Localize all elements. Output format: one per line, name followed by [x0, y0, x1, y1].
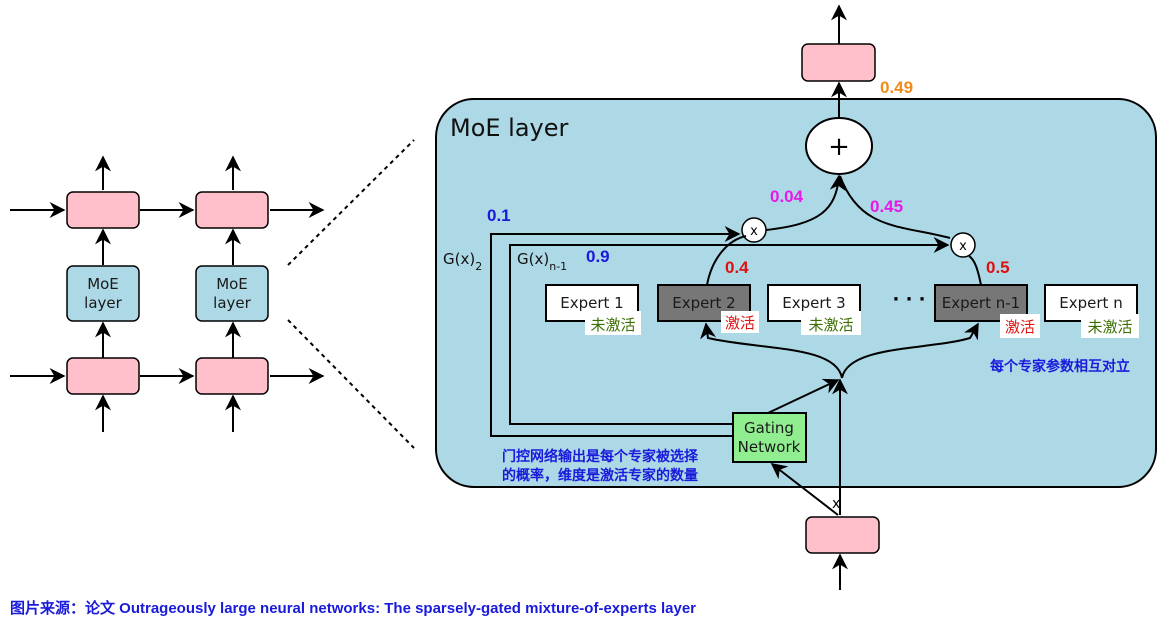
expert-label: Expert n	[1059, 294, 1122, 312]
expert-1: Expert 1 未激活	[545, 284, 641, 335]
expert-label: Expert n-1	[942, 294, 1020, 312]
weighted-expert2-value: 0.04	[770, 187, 804, 206]
arrow-weighted-n1	[839, 175, 951, 239]
expert-status: 未激活	[1087, 318, 1132, 336]
expert2-output-value: 0.4	[725, 258, 749, 277]
expertn1-output-value: 0.5	[986, 258, 1010, 277]
gate-line-2	[490, 226, 741, 437]
expert-n-1: Expert n-1 激活	[934, 284, 1040, 338]
pink-block-top-1	[66, 191, 140, 229]
source-caption: 图片来源：论文 Outrageously large neural networ…	[10, 600, 697, 617]
moe-block-label: MoE	[216, 275, 248, 293]
independent-params-note: 每个专家参数相互对立	[990, 358, 1130, 375]
moe-block-1	[66, 265, 140, 322]
moe-layer-title: MoE layer	[450, 114, 569, 142]
moe-block-2	[195, 265, 269, 322]
zoom-line-top	[287, 139, 415, 266]
expert-label: Expert 2	[672, 294, 735, 312]
gate-prob-n1: 0.9	[586, 247, 610, 266]
expert-n: Expert n 未激活	[1044, 284, 1139, 338]
gating-note-line2: 的概率，维度是激活专家的数量	[502, 467, 698, 484]
moe-block-label: layer	[84, 294, 122, 312]
multiply-node-n1	[950, 232, 976, 258]
plus-icon: +	[828, 132, 850, 162]
expert-status: 激活	[1005, 318, 1035, 336]
expert-2: Expert 2 激活	[657, 284, 759, 333]
gate-prob-2: 0.1	[487, 206, 511, 225]
moe-block-label: MoE	[87, 275, 119, 293]
expert-status: 激活	[725, 314, 755, 332]
gating-label: Gating	[744, 419, 794, 437]
gating-label: Network	[738, 438, 801, 456]
multiply-icon: x	[959, 239, 967, 254]
sum-node	[805, 117, 873, 175]
arrow-gate-to-route	[767, 378, 840, 414]
gate-label-n1: G(x)n-1	[517, 250, 567, 273]
multiply-icon: x	[750, 224, 758, 239]
expert-label: Expert 3	[782, 294, 845, 312]
weighted-expertn1-value: 0.45	[870, 197, 903, 216]
expert-3: Expert 3 未激活	[767, 284, 861, 335]
expert-status: 未激活	[590, 316, 635, 334]
pink-block-top-2	[195, 191, 269, 229]
arrow-route-expert2	[700, 322, 843, 379]
arrow-weighted-2	[765, 174, 846, 231]
gate-line-n1	[509, 237, 950, 425]
pink-block-bottom-2	[195, 357, 269, 395]
zoom-line-bottom	[287, 319, 415, 449]
ellipsis: · · ·	[892, 289, 925, 310]
left-stack: MoE layer MoE layer	[10, 155, 325, 432]
gate-label-2: G(x)2	[443, 250, 482, 273]
gating-network	[732, 412, 807, 463]
arrow-route-expertn1	[841, 322, 979, 379]
arrow-input-to-gate	[770, 463, 839, 516]
input-block	[805, 516, 880, 554]
arrow-expertn1-out	[968, 255, 982, 286]
pink-block-bottom-1	[66, 357, 140, 395]
arrow-expert2-out	[706, 235, 747, 286]
moe-block-label: layer	[213, 294, 251, 312]
output-block	[801, 43, 876, 82]
gating-note-line1: 门控网络输出是每个专家被选择	[502, 448, 699, 465]
expert-label: Expert 1	[560, 294, 623, 312]
multiply-node-2	[741, 217, 767, 243]
output-sum-value: 0.49	[880, 78, 913, 97]
input-x-label: x	[832, 496, 840, 512]
expert-status: 未激活	[808, 316, 853, 334]
